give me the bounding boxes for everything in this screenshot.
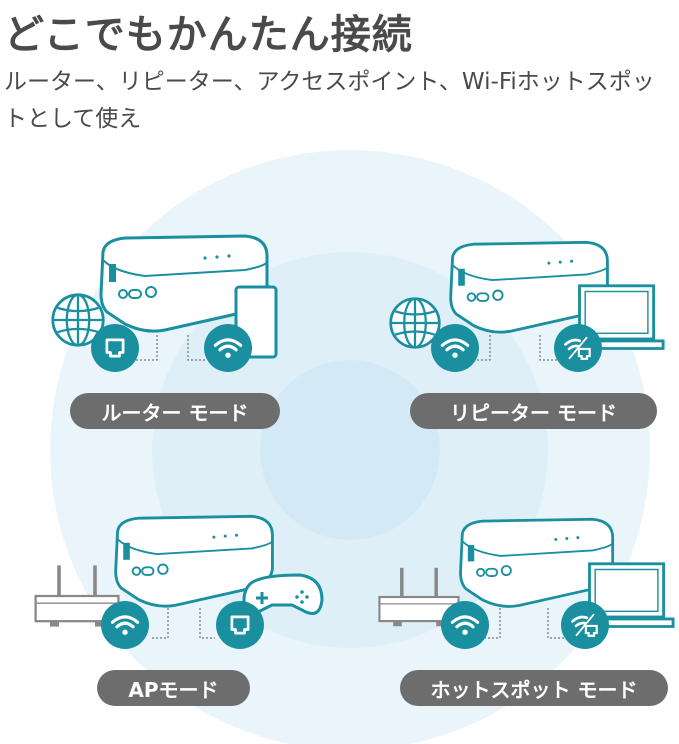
ap-mode-label: APモード <box>97 670 250 706</box>
page-title: どこでもかんたん接続 <box>4 12 413 58</box>
ap-mode-illustration <box>33 514 324 649</box>
repeater-mode-label: リピーター モード <box>410 393 657 429</box>
hotspot-mode-illustration <box>377 517 675 649</box>
globe-icon <box>389 297 441 349</box>
gamepad-icon <box>242 573 324 615</box>
hotspot-mode-label: ホットスポット モード <box>400 670 668 706</box>
subtitle: ルーター、リピーター、アクセスポイント、Wi-Fiホットスポットとして使え <box>4 69 655 132</box>
router-mode-label: ルーター モード <box>70 393 280 429</box>
router-mode-illustration <box>51 234 278 372</box>
repeater-mode-illustration <box>389 240 665 372</box>
